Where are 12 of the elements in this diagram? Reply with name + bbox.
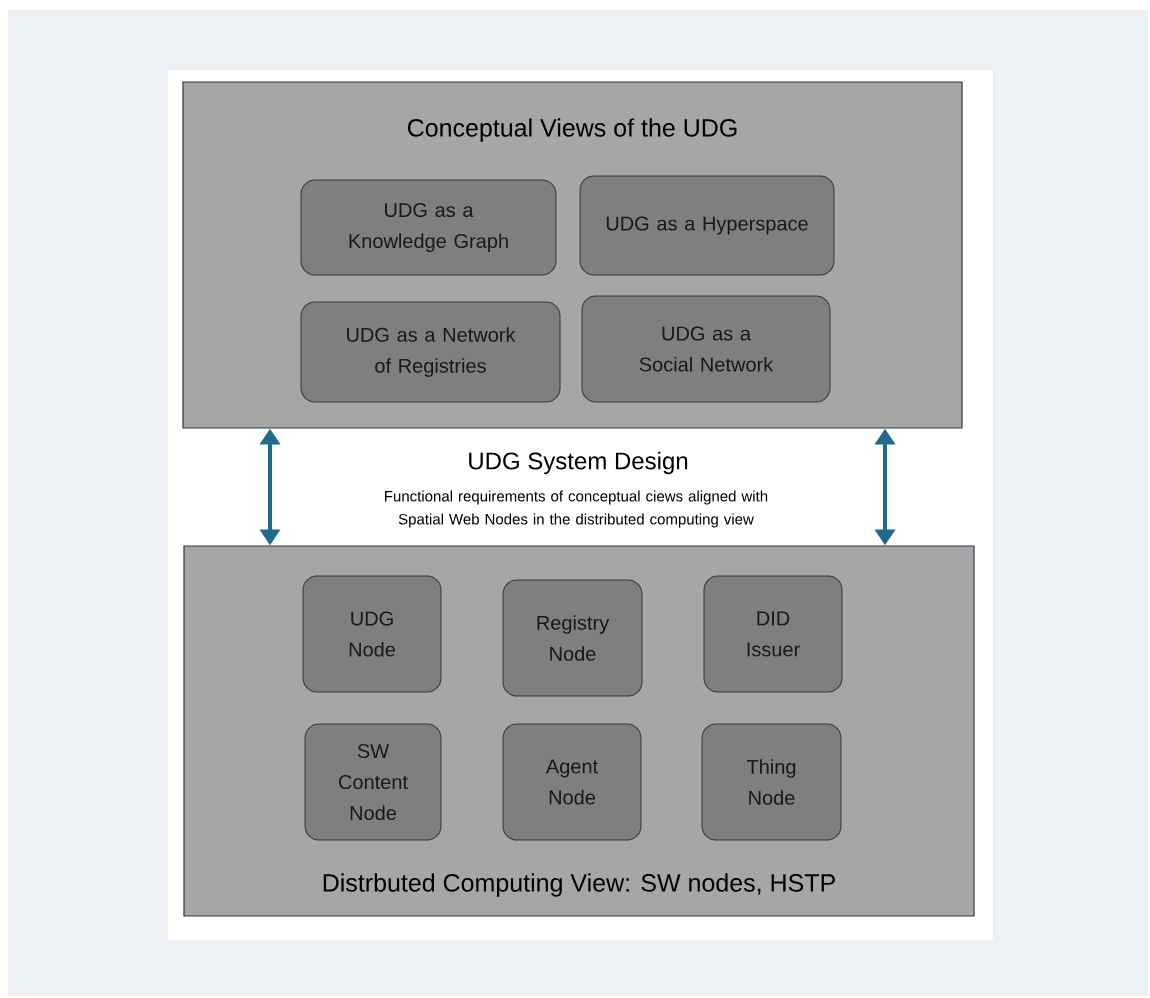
- view-box: SW Content Node: [304, 723, 442, 841]
- heading: UDG System Design: [469, 451, 688, 475]
- view-box: Agent Node: [502, 723, 642, 841]
- description: Functional requirements of conceptual ciews aligned with Spatial Web Nodes in the distributed computing view: [385, 490, 768, 528]
- view-box: Thing Node: [701, 723, 842, 841]
- view-box: DID Issuer: [703, 575, 843, 693]
- view-box: UDG Node: [302, 575, 442, 693]
- view-box: UDG as a Network of Registries: [300, 301, 561, 403]
- view-box: Registry Node: [502, 579, 643, 697]
- view-box: UDG as a Social Network: [581, 295, 831, 403]
- view-box: UDG as a Hyperspace: [579, 175, 835, 276]
- view-box: UDG as a Knowledge Graph: [300, 179, 557, 276]
